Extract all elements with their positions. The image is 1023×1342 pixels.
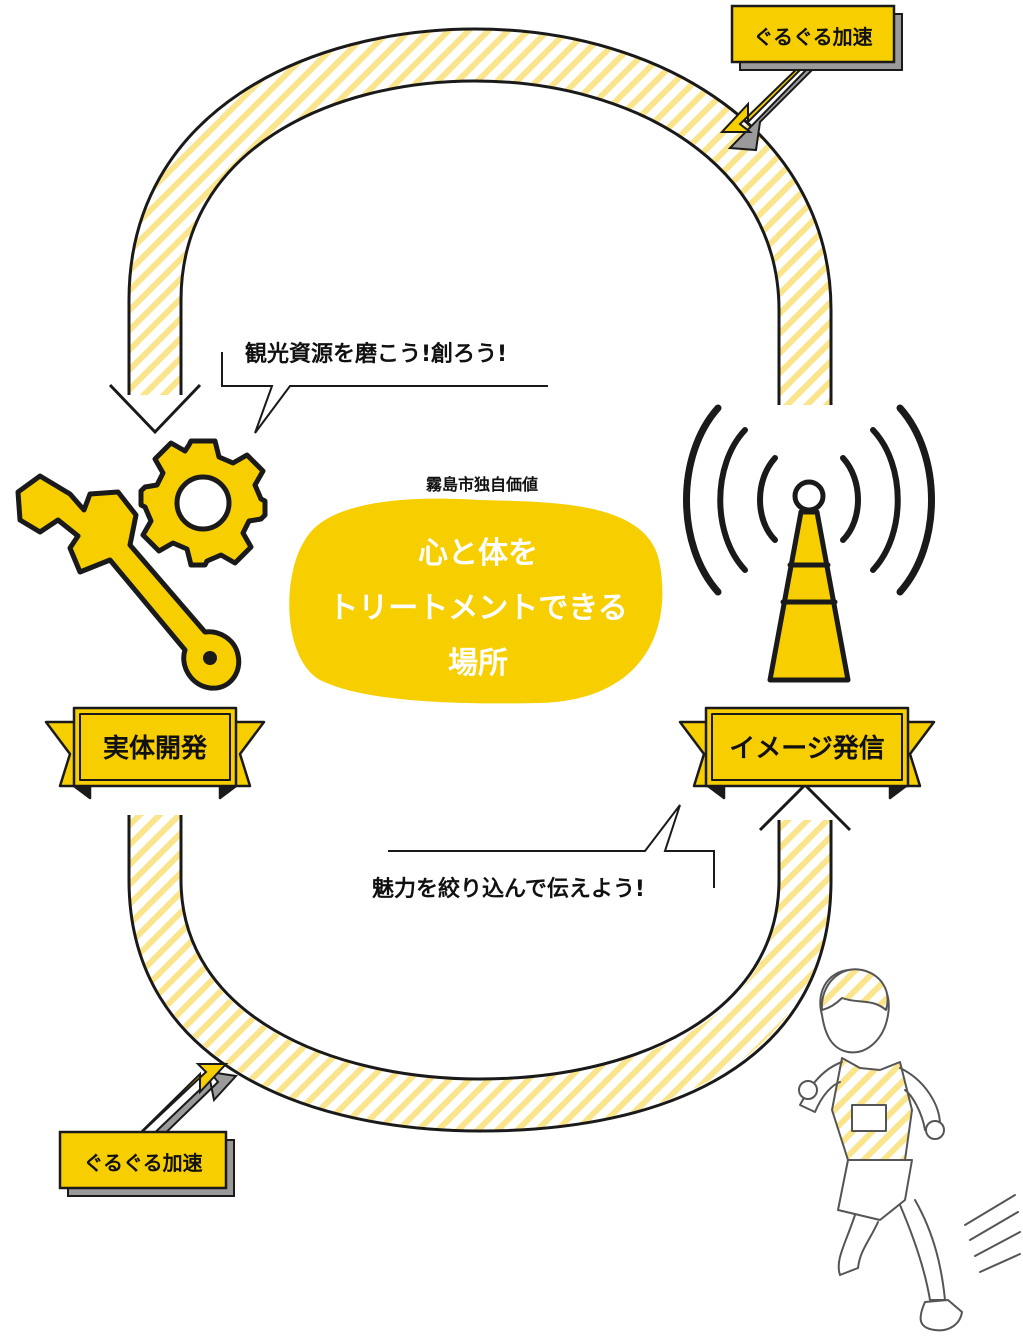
top-cycle-arrow <box>108 27 833 435</box>
antenna-tower-icon <box>683 404 935 683</box>
speech-bubble-top: 観光資源を磨こう!創ろう! <box>221 341 548 434</box>
speech-bubble-bottom: 魅力を絞り込んで伝えよう! <box>372 804 715 902</box>
center-line-2: トリートメントできる <box>328 591 627 626</box>
runner-illustration <box>798 968 1021 1332</box>
center-line-1: 心と体を <box>418 536 538 571</box>
bubble-top-text: 観光資源を磨こう!創ろう! <box>245 341 507 367</box>
accelerate-label-bottom: ぐるぐる加速 <box>58 1063 239 1197</box>
center-subtitle: 霧島市独自価値 <box>426 475 538 494</box>
ribbon-left-text: 実体開発 <box>103 733 208 764</box>
ribbon-left: 実体開発 <box>44 706 266 800</box>
ribbon-right: イメージ発信 <box>678 706 936 800</box>
accelerate-top-text: ぐるぐる加速 <box>753 25 872 49</box>
center-value-badge: 霧島市独自価値 心と体を トリートメントできる 場所 <box>289 475 663 704</box>
ribbon-right-text: イメージ発信 <box>729 734 884 764</box>
center-line-3: 場所 <box>448 646 508 681</box>
accelerate-bottom-text: ぐるぐる加速 <box>83 1151 202 1175</box>
wrench-icon <box>15 473 242 691</box>
bubble-bottom-text: 魅力を絞り込んで伝えよう! <box>372 876 645 902</box>
bottom-cycle-arrow <box>127 782 852 1133</box>
accelerate-label-top: ぐるぐる加速 <box>719 4 903 152</box>
gear-icon <box>138 438 268 568</box>
